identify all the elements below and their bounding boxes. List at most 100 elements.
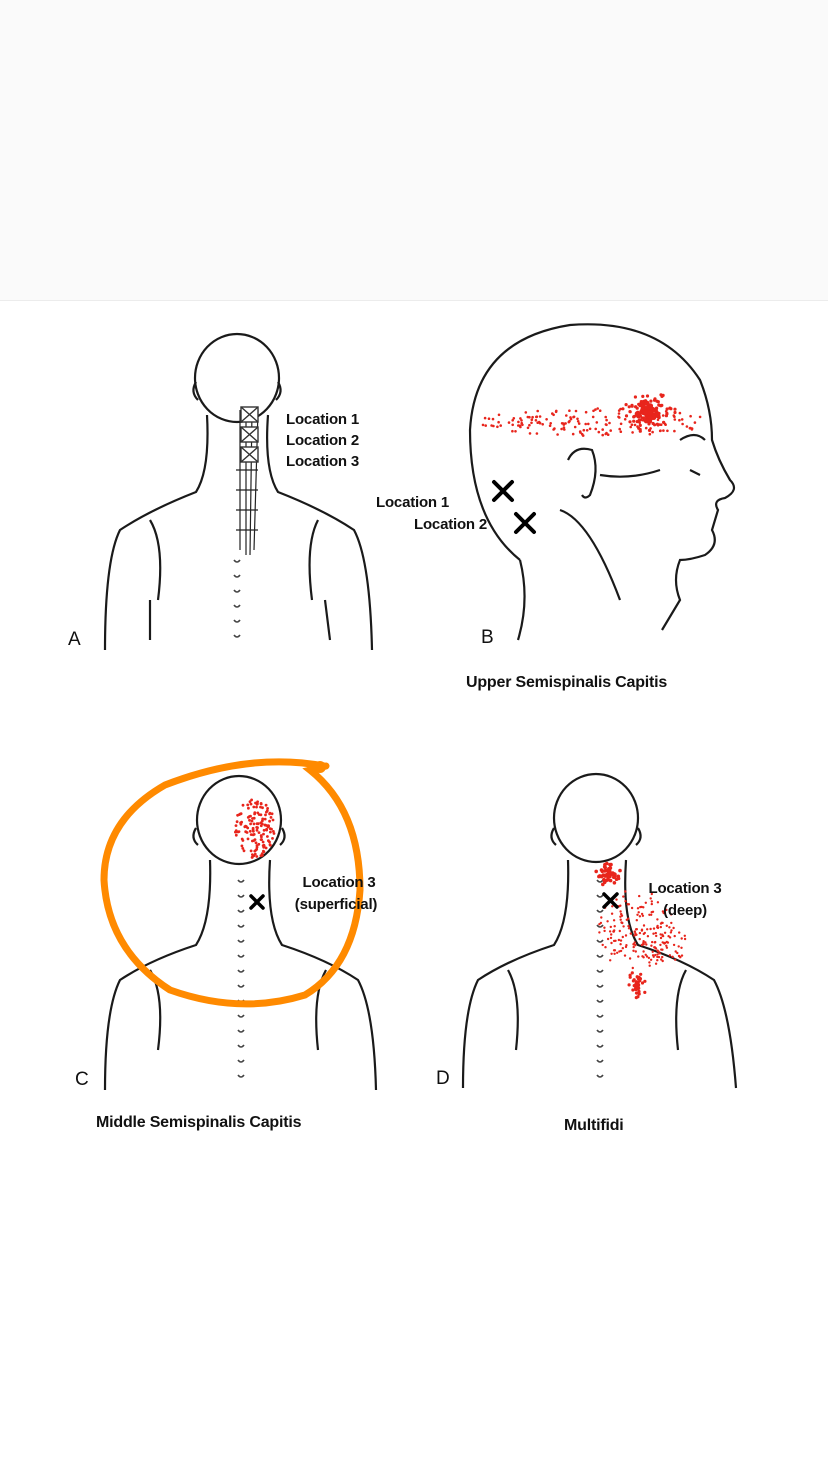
pain-dot <box>536 421 539 425</box>
panel-d-letter: D <box>436 1068 450 1089</box>
pain-dot <box>645 943 648 946</box>
pain-dot <box>264 846 268 850</box>
pain-dot <box>652 932 655 935</box>
pain-dot <box>528 432 532 435</box>
pain-dot <box>249 822 253 826</box>
pain-dot <box>640 981 645 985</box>
pain-dot <box>600 916 603 919</box>
pain-dot <box>268 840 271 844</box>
pain-dot <box>579 431 582 434</box>
pain-dot <box>630 906 634 910</box>
pain-dot <box>633 934 636 937</box>
pain-dot <box>585 429 589 432</box>
pain-dot <box>650 944 653 947</box>
pain-dot <box>642 924 646 927</box>
pain-dot <box>655 422 660 426</box>
pain-dot <box>610 941 613 945</box>
pain-dot <box>569 416 572 419</box>
pain-dot <box>630 423 634 427</box>
pain-dot <box>269 830 272 834</box>
pain-dot <box>610 912 614 915</box>
pain-dot <box>648 964 651 967</box>
pain-dot <box>621 935 624 939</box>
pain-dot <box>608 866 613 870</box>
pain-dot <box>680 954 684 957</box>
pain-dot <box>257 842 261 846</box>
pain-dot <box>619 910 622 913</box>
pain-dot <box>656 418 660 422</box>
pain-dot <box>568 409 571 413</box>
pain-dot <box>251 833 255 837</box>
pain-dot <box>252 822 256 826</box>
pain-dot <box>507 421 511 424</box>
pain-dot <box>698 415 702 419</box>
pain-dot <box>653 423 657 427</box>
pain-dot <box>655 934 658 938</box>
pain-dot <box>617 415 620 419</box>
pain-dot <box>594 427 597 431</box>
pain-dot <box>627 924 630 928</box>
pain-dot <box>638 915 642 918</box>
pain-dot <box>517 420 520 424</box>
pain-dot <box>638 894 641 898</box>
pain-dot <box>618 868 622 873</box>
pain-dot <box>629 425 632 429</box>
orange-annotation-circle <box>100 758 364 1008</box>
pain-dot <box>638 937 641 941</box>
pain-dot <box>627 927 631 930</box>
pain-dot <box>252 816 256 820</box>
pain-dot <box>235 820 239 824</box>
pain-dot <box>242 849 246 853</box>
pain-dot <box>665 924 668 927</box>
pain-dot <box>642 940 645 943</box>
pain-dot <box>635 928 638 931</box>
pain-dot <box>581 434 585 437</box>
pain-dot <box>648 432 652 436</box>
panel-a-letter: A <box>68 629 81 650</box>
pain-dot <box>643 990 647 995</box>
pain-dot <box>587 422 590 426</box>
referred-pain-pattern-d <box>594 861 687 1000</box>
pain-dot <box>611 872 615 877</box>
pain-dot <box>630 404 634 408</box>
pain-dot <box>514 430 517 433</box>
pain-dot <box>247 806 250 810</box>
pain-dot <box>660 958 663 961</box>
pain-dot <box>603 926 606 929</box>
pain-dot <box>683 937 687 941</box>
pain-dot <box>562 422 565 425</box>
pain-dot <box>628 975 632 979</box>
pain-dot <box>602 865 607 869</box>
panel-c-location-3-x <box>249 894 265 910</box>
pain-dot <box>252 839 256 842</box>
pain-dot <box>681 422 684 426</box>
panel-d-location-label: Location 3 <box>648 880 722 897</box>
panel-c-body <box>103 774 378 1091</box>
pain-dot <box>649 927 652 931</box>
pain-dot <box>672 943 676 947</box>
pain-dot <box>635 406 639 410</box>
pain-dot <box>656 953 659 956</box>
pain-dot <box>624 403 628 407</box>
pain-dot <box>678 418 681 422</box>
pain-dot <box>597 430 601 434</box>
pain-dot <box>653 397 657 401</box>
pain-dot <box>646 935 650 938</box>
pain-dot <box>627 983 631 987</box>
pain-dot <box>262 832 265 836</box>
pain-dot <box>641 416 646 420</box>
pain-dot <box>534 419 538 422</box>
pain-dot <box>631 966 634 970</box>
pain-dot <box>636 995 640 999</box>
pain-dot <box>574 409 578 413</box>
pain-dot <box>251 853 254 856</box>
pain-dot <box>666 941 670 944</box>
pain-dot <box>624 900 627 903</box>
pain-dot <box>256 802 259 806</box>
pain-dot <box>496 425 499 429</box>
pain-dot <box>572 415 576 419</box>
pain-dot <box>662 941 666 945</box>
pain-dot <box>599 921 603 925</box>
pain-dot <box>656 918 659 921</box>
pain-dot <box>670 913 673 916</box>
